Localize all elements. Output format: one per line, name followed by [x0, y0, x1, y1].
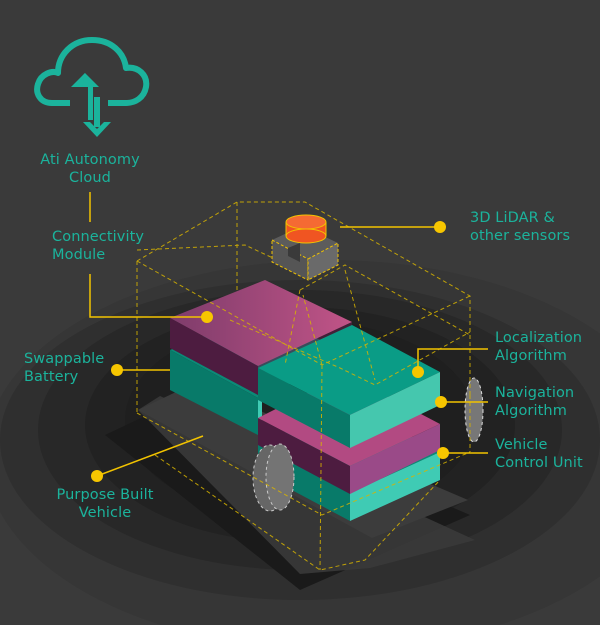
localization-label: Localization Algorithm	[495, 329, 582, 365]
connectivity-label-line-1: Connectivity	[52, 229, 145, 245]
localization-dot	[412, 366, 424, 378]
navigation-label-line-2: Algorithm	[495, 403, 567, 419]
vehicle-label-line-1: Purpose Built	[56, 487, 154, 503]
vehicle-label-line-2: Vehicle	[78, 505, 132, 521]
lidar-label-line-1: 3D LiDAR &	[470, 210, 555, 226]
localization-block	[258, 325, 440, 448]
control-label-line-2: Control Unit	[495, 455, 583, 471]
vehicle-dot	[91, 470, 103, 482]
navigation-label: Navigation Algorithm	[495, 384, 574, 420]
control-label-line-1: Vehicle	[495, 437, 548, 453]
sync-arrows-icon	[71, 73, 111, 137]
cloud-label-line-1: Ati Autonomy	[40, 152, 140, 168]
battery-label: Swappable Battery	[24, 350, 104, 386]
localization-leader	[417, 348, 488, 372]
navigation-label-line-1: Navigation	[495, 385, 575, 401]
battery-label-line-2: Battery	[24, 369, 79, 385]
localization-label-line-1: Localization	[495, 330, 583, 346]
cloud-upload-download-icon	[34, 37, 150, 106]
wheel-right	[464, 377, 484, 443]
control-dot	[437, 447, 449, 459]
battery-dot	[111, 364, 123, 376]
localization-label-line-2: Algorithm	[495, 348, 567, 364]
vehicle-label: Purpose Built Vehicle	[40, 486, 170, 522]
navigation-dot	[435, 396, 447, 408]
lidar-label: 3D LiDAR & other sensors	[470, 209, 570, 245]
connectivity-label-line-2: Module	[52, 247, 106, 263]
leader-dots	[91, 221, 449, 482]
connectivity-leader	[89, 274, 207, 318]
connectivity-label: Connectivity Module	[52, 228, 144, 264]
cloud-label: Ati Autonomy Cloud	[30, 151, 150, 187]
wireframe-enclosure	[136, 201, 471, 571]
leader-lines	[89, 192, 488, 477]
vehicle-leader	[96, 435, 204, 477]
lidar-sensor-icon	[285, 214, 327, 244]
control-label: Vehicle Control Unit	[495, 436, 583, 472]
lidar-dot	[434, 221, 446, 233]
connectivity-dot	[201, 311, 213, 323]
lidar-label-line-2: other sensors	[470, 228, 571, 244]
battery-label-line-1: Swappable	[24, 351, 105, 367]
cloud-label-line-2: Cloud	[69, 170, 111, 186]
wheel-left	[252, 443, 295, 512]
